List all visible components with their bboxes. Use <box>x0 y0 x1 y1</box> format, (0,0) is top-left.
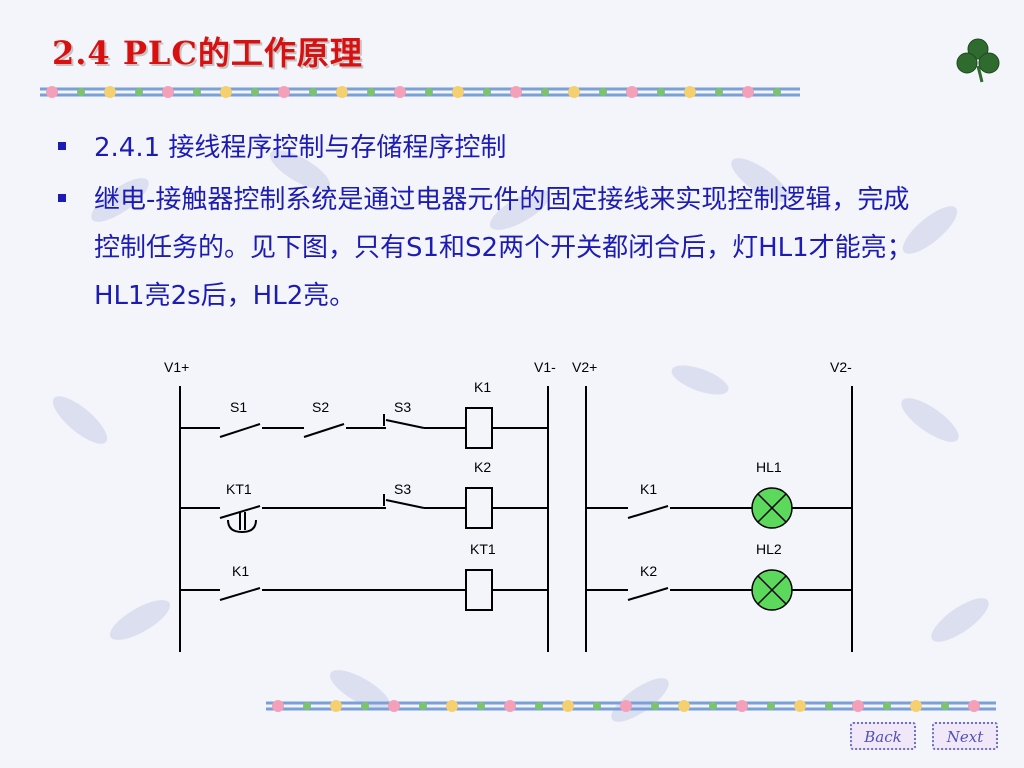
band-dot <box>593 702 601 710</box>
band-dot <box>541 88 549 96</box>
label-v1-plus: V1+ <box>164 359 189 375</box>
band-dot <box>910 700 922 712</box>
band-dot <box>568 86 580 98</box>
band-dot <box>742 86 754 98</box>
band-dot <box>504 700 516 712</box>
band-dot <box>709 702 717 710</box>
band-dot <box>626 86 638 98</box>
band-dot <box>361 702 369 710</box>
band-dot <box>220 86 232 98</box>
label-v1-minus: V1- <box>534 359 556 375</box>
bullet-text: 2.4.1 接线程序控制与存储程序控制 <box>94 133 507 163</box>
band-dot <box>77 88 85 96</box>
band-dot <box>446 700 458 712</box>
band-dot <box>599 88 607 96</box>
bullet-item: 继电-接触器控制系统是通过电器元件的固定接线来实现控制逻辑，完成控制任务的。见下… <box>58 176 934 320</box>
next-button[interactable]: Next <box>932 722 998 750</box>
band-dot <box>278 86 290 98</box>
back-button[interactable]: Back <box>850 722 916 750</box>
band-dot <box>620 700 632 712</box>
contact-k2-right <box>627 587 669 601</box>
band-dot <box>425 88 433 96</box>
band-dot <box>852 700 864 712</box>
band-dot <box>272 700 284 712</box>
band-dot <box>483 88 491 96</box>
contact-s1 <box>219 423 261 438</box>
label-hl2: HL2 <box>756 541 782 557</box>
band-dot <box>104 86 116 98</box>
band-dot <box>651 702 659 710</box>
band-dot <box>825 702 833 710</box>
bullet-marker <box>58 194 66 202</box>
bullet-item: 2.4.1 接线程序控制与存储程序控制 <box>58 124 958 172</box>
band-dot <box>46 86 58 98</box>
band-dot <box>388 700 400 712</box>
bullet-list: 2.4.1 接线程序控制与存储程序控制 继电-接触器控制系统是通过电器元件的固定… <box>58 124 958 320</box>
band-dot <box>562 700 574 712</box>
contact-s2 <box>303 423 345 438</box>
band-dot <box>251 88 259 96</box>
band-dot <box>678 700 690 712</box>
label-k2-coil: K2 <box>474 459 491 475</box>
slide-title: 2.4 PLC的工作原理 <box>52 34 363 72</box>
band-dot <box>336 86 348 98</box>
band-dot <box>657 88 665 96</box>
label-kt1-coil: KT1 <box>470 541 496 557</box>
coil-k1 <box>465 407 493 449</box>
band-dot <box>510 86 522 98</box>
bullet-text: 继电-接触器控制系统是通过电器元件的固定接线来实现控制逻辑，完成控制任务的。见下… <box>94 185 913 311</box>
label-k1-coil: K1 <box>474 379 491 395</box>
band-dot <box>162 86 174 98</box>
label-hl1: HL1 <box>756 459 782 475</box>
contact-s3 <box>385 419 425 429</box>
contact-k1 <box>219 587 261 601</box>
band-dot <box>767 702 775 710</box>
band-dot <box>968 700 980 712</box>
band-dot <box>330 700 342 712</box>
lamp-hl2 <box>751 569 793 611</box>
bottom-decorative-band <box>266 700 996 712</box>
top-decorative-band <box>40 86 800 98</box>
band-dot <box>794 700 806 712</box>
contact-s3-row2 <box>385 499 425 509</box>
band-dot <box>477 702 485 710</box>
label-s3-row2: S3 <box>394 481 411 497</box>
band-dot <box>883 702 891 710</box>
clover-icon <box>956 38 1000 83</box>
band-dot <box>941 702 949 710</box>
band-dot <box>419 702 427 710</box>
band-dot <box>367 88 375 96</box>
band-dot <box>452 86 464 98</box>
bullet-marker <box>58 142 66 150</box>
lamp-hl1 <box>751 487 793 529</box>
label-v2-plus: V2+ <box>572 359 597 375</box>
label-v2-minus: V2- <box>830 359 852 375</box>
band-dot <box>736 700 748 712</box>
label-s2: S2 <box>312 399 329 415</box>
band-dot <box>535 702 543 710</box>
label-s1: S1 <box>230 399 247 415</box>
label-s3: S3 <box>394 399 411 415</box>
label-k1-contact-row3: K1 <box>232 563 249 579</box>
label-kt1-contact: KT1 <box>226 481 252 497</box>
label-k2-right: K2 <box>640 563 657 579</box>
band-dot <box>309 88 317 96</box>
label-k1-right: K1 <box>640 481 657 497</box>
band-dot <box>715 88 723 96</box>
band-dot <box>773 88 781 96</box>
band-dot <box>303 702 311 710</box>
contact-k1-right <box>627 505 669 519</box>
coil-kt1 <box>465 569 493 611</box>
band-dot <box>684 86 696 98</box>
coil-k2 <box>465 487 493 529</box>
band-dot <box>135 88 143 96</box>
band-dot <box>193 88 201 96</box>
band-dot <box>394 86 406 98</box>
